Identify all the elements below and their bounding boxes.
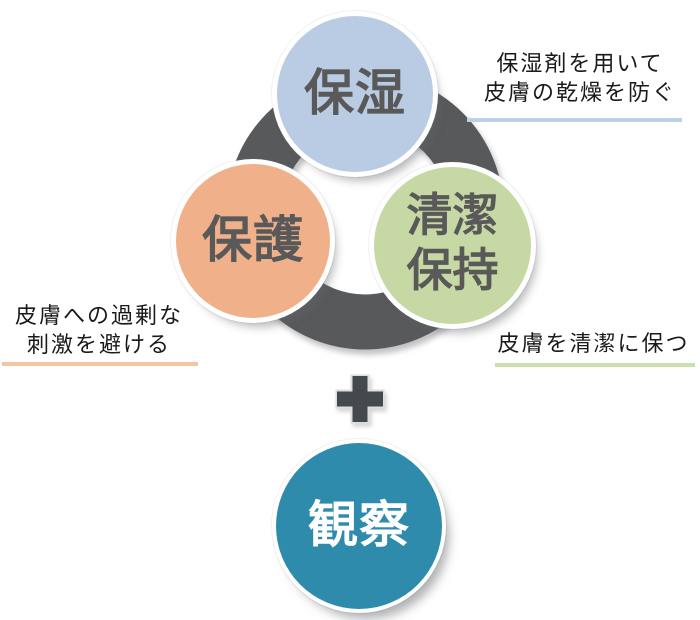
circle-moisturize: 保湿 xyxy=(277,16,433,172)
circle-protect: 保護 xyxy=(176,164,330,318)
annotation-moisturize-underline xyxy=(467,118,682,122)
circle-keep-clean: 清潔保持 xyxy=(374,167,531,324)
circle-observe: 観察 xyxy=(276,443,442,609)
plus-icon-bars xyxy=(337,376,383,422)
annotation-moisturize: 保湿剤を用いて 皮膚の乾燥を防ぐ xyxy=(455,49,700,107)
annotation-protect-line2: 刺激を避ける xyxy=(26,332,171,357)
circle-observe-label: 観察 xyxy=(308,497,410,553)
annotation-moisturize-line2: 皮膚の乾燥を防ぐ xyxy=(483,80,676,105)
annotation-keep-clean-underline xyxy=(495,363,695,367)
annotation-keep-clean: 皮膚を清潔に保つ xyxy=(483,329,700,358)
annotation-protect-underline xyxy=(2,362,198,366)
annotation-protect: 皮膚への過剰な 刺激を避ける xyxy=(0,301,202,359)
circle-moisturize-label: 保湿 xyxy=(304,65,406,121)
annotation-keep-clean-line1: 皮膚を清潔に保つ xyxy=(497,331,690,356)
circle-keep-clean-label-line1: 清潔 xyxy=(406,188,499,241)
plus-icon xyxy=(335,374,385,424)
annotation-protect-line1: 皮膚への過剰な xyxy=(14,303,183,328)
circle-keep-clean-label: 清潔保持 xyxy=(407,188,499,298)
circle-keep-clean-label-line2: 保持 xyxy=(406,243,499,296)
annotation-moisturize-line1: 保湿剤を用いて xyxy=(496,51,664,76)
circle-protect-label: 保護 xyxy=(202,212,304,268)
